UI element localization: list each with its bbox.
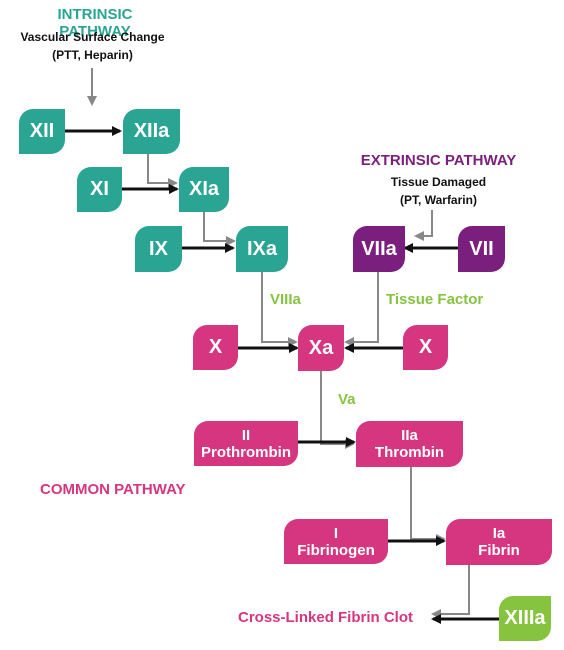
factor-ii-label: II [241, 426, 251, 444]
fibrin-label: Fibrin [478, 542, 520, 559]
extrinsic-pathway-title: EXTRINSIC PATHWAY [360, 152, 517, 169]
factor-viia: VIIa [353, 226, 405, 272]
extrinsic-trigger-label: Tissue Damaged [390, 175, 487, 189]
intrinsic-tests-label: (PTT, Heparin) [52, 48, 133, 62]
common-pathway-title: COMMON PATHWAY [40, 481, 186, 498]
arrow-xiia-xia [147, 154, 178, 188]
cofactor-tissue-factor: Tissue Factor [386, 291, 484, 308]
factor-xiiia: XIIIa [499, 596, 551, 641]
arrow-ia-clot [431, 564, 470, 619]
factor-xi: XI [77, 167, 122, 212]
factor-i-label: I [333, 524, 339, 542]
factor-xii: XII [19, 109, 65, 154]
intrinsic-trigger-label: Vascular Surface Change [20, 30, 165, 44]
extrinsic-tests-label: (PT, Warfarin) [400, 193, 477, 207]
factor-ia-fibrin: Ia Fibrin [446, 519, 552, 565]
arrow-xa-iia [320, 371, 355, 449]
factor-i-fibrinogen: I Fibrinogen [284, 519, 388, 564]
arrow-xia-ixa [203, 212, 236, 246]
arrow-ixa-xa [261, 272, 298, 347]
intrinsic-pathway-title: INTRINSIC PATHWAY [57, 6, 133, 40]
factor-ixa: IXa [236, 226, 288, 272]
cofactor-va: Va [338, 391, 356, 408]
factor-ii-prothrombin: II Prothrombin [194, 421, 298, 466]
factor-x-intrinsic: X [193, 325, 238, 370]
thrombin-label: Thrombin [374, 444, 445, 461]
factor-xia: XIa [179, 167, 229, 212]
prothrombin-label: Prothrombin [201, 443, 291, 461]
trigger-arrow-extrinsic [414, 210, 433, 241]
arrow-iia-ia [410, 467, 446, 544]
arrow-viia-xa [344, 272, 379, 347]
cofactor-viiia: VIIIa [270, 291, 301, 308]
factor-iia-thrombin: IIa Thrombin [356, 421, 463, 467]
factor-vii: VII [458, 226, 505, 272]
fibrinogen-label: Fibrinogen [297, 541, 375, 559]
factor-ia-label: Ia [492, 525, 506, 542]
factor-xa: Xa [298, 325, 344, 371]
fibrin-clot-outcome: Cross-Linked Fibrin Clot [238, 609, 414, 626]
factor-x-extrinsic: X [403, 325, 448, 370]
factor-ix: IX [135, 226, 182, 272]
factor-iia-label: IIa [401, 427, 418, 444]
factor-xiia: XIIa [123, 109, 180, 154]
